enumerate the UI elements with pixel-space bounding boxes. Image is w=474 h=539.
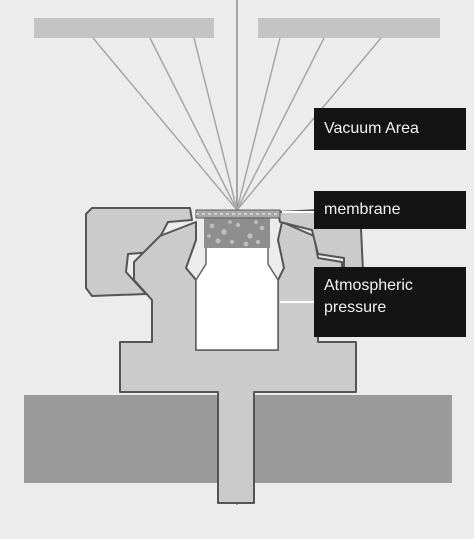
top-plate-left [34, 18, 214, 38]
wet-sample-top [204, 218, 270, 248]
beam-line [236, 37, 281, 211]
sample-cavity [195, 245, 279, 351]
sample-label-line-3: (Cells) [211, 286, 259, 303]
holder-right-clamp [277, 207, 365, 295]
beam-line [193, 37, 238, 211]
membrane-label: membrane [314, 191, 466, 229]
sample-speckles [207, 220, 265, 247]
beam-line [92, 37, 238, 211]
sample-label-line-1: WET [217, 246, 253, 263]
beam-line [236, 37, 382, 211]
beam-fan [92, 37, 382, 211]
atmospheric-pressure-label: Atmospheric pressure [314, 267, 466, 337]
top-plate-right [258, 18, 440, 38]
holder-left-clamp [85, 207, 193, 297]
vacuum-area-label: Vacuum Area [314, 108, 466, 150]
beam-line [236, 37, 325, 211]
sample-holder [85, 207, 365, 504]
sample-label-line-2: Sample [207, 266, 263, 283]
beam-line [149, 37, 238, 211]
